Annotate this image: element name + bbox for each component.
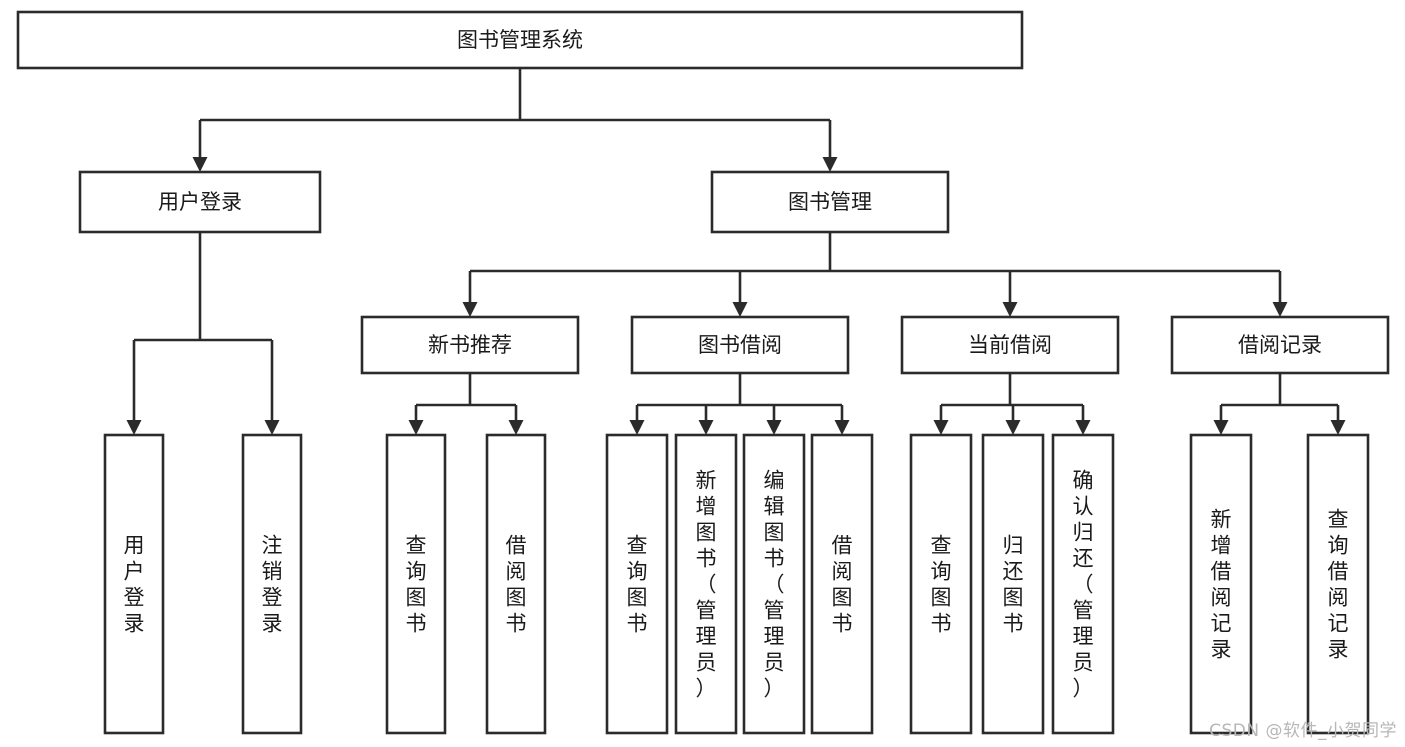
node-leaf-confirm-return-admin: 确认归还（管理员） [1051,433,1115,735]
node-box-book-borrow [630,315,850,375]
node-leaf-edit-book-admin: 编辑图书（管理员） [742,433,806,735]
arrow-head [408,420,424,435]
node-leaf-borrow-book: 借阅图书 [810,433,874,735]
node-label-leaf-query-book-borrow: 查询图书 [627,533,648,635]
arrow-head [933,420,949,435]
node-current-borrow: 当前借阅 [900,315,1120,375]
node-label-leaf-user-login: 用户登录 [124,533,145,635]
node-label-leaf-add-book-admin: 新增图书（管理员） [696,468,717,700]
node-box-leaf-user-login [103,433,165,735]
arrow-head [766,420,782,435]
node-box-new-book-recommend [360,315,580,375]
node-label-borrow-record: 借阅记录 [1238,333,1322,357]
node-box-leaf-logout [241,433,303,735]
arrow-head [508,420,524,435]
node-label-book-management: 图书管理 [788,190,872,214]
node-root: 图书管理系统 [16,10,1024,70]
arrow-head [1075,420,1091,435]
arrow-head [1213,420,1229,435]
node-box-book-management [710,170,950,234]
arrow-head [462,302,478,317]
arrow-head [1002,302,1018,317]
node-book-borrow: 图书借阅 [630,315,850,375]
node-label-leaf-return-book: 归还图书 [1003,533,1024,635]
node-box-leaf-query-book-rec [385,433,447,735]
node-leaf-add-borrow-record: 新增借阅记录 [1189,433,1253,735]
node-box-leaf-query-borrow-record [1306,433,1370,735]
arrow-head [1330,420,1346,435]
node-label-leaf-edit-book-admin: 编辑图书（管理员） [764,468,785,700]
node-leaf-borrow-book-rec: 借阅图书 [485,433,547,735]
node-label-new-book-recommend: 新书推荐 [428,333,512,357]
node-label-root: 图书管理系统 [457,28,583,52]
arrow-head [1272,302,1288,317]
node-label-leaf-borrow-book: 借阅图书 [832,533,853,635]
node-label-current-borrow: 当前借阅 [968,333,1052,357]
node-leaf-user-login: 用户登录 [103,433,165,735]
node-label-leaf-add-borrow-record: 新增借阅记录 [1211,507,1232,661]
node-box-leaf-borrow-book-rec [485,433,547,735]
node-box-leaf-query-book-current [909,433,973,735]
node-leaf-query-book-borrow: 查询图书 [605,433,669,735]
node-label-leaf-query-borrow-record: 查询借阅记录 [1328,507,1349,661]
node-layer: 图书管理系统用户登录图书管理新书推荐图书借阅当前借阅借阅记录用户登录注销登录查询… [16,10,1390,735]
node-box-leaf-edit-book-admin [742,433,806,735]
arrow-head [192,157,208,172]
arrow-head [698,420,714,435]
node-leaf-add-book-admin: 新增图书（管理员） [674,433,738,735]
node-leaf-return-book: 归还图书 [981,433,1045,735]
node-user-login: 用户登录 [78,170,322,234]
arrow-head [1005,420,1021,435]
arrow-head [126,420,142,435]
node-box-leaf-query-book-borrow [605,433,669,735]
connector-layer [126,68,1346,435]
arrow-head [629,420,645,435]
watermark-label: CSDN @软件_小贺同学 [1209,721,1397,741]
node-label-leaf-borrow-book-rec: 借阅图书 [506,533,527,635]
node-label-book-borrow: 图书借阅 [698,333,782,357]
node-label-leaf-logout: 注销登录 [262,533,283,635]
node-new-book-recommend: 新书推荐 [360,315,580,375]
node-box-root [16,10,1024,70]
node-label-user-login: 用户登录 [158,190,242,214]
node-box-leaf-add-borrow-record [1189,433,1253,735]
node-borrow-record: 借阅记录 [1170,315,1390,375]
node-book-management: 图书管理 [710,170,950,234]
node-leaf-query-borrow-record: 查询借阅记录 [1306,433,1370,735]
node-leaf-query-book-rec: 查询图书 [385,433,447,735]
node-leaf-logout: 注销登录 [241,433,303,735]
node-box-borrow-record [1170,315,1390,375]
arrow-head [822,157,838,172]
node-label-leaf-query-book-current: 查询图书 [931,533,952,635]
node-box-leaf-return-book [981,433,1045,735]
node-box-leaf-add-book-admin [674,433,738,735]
node-label-leaf-confirm-return-admin: 确认归还（管理员） [1073,468,1094,700]
arrow-head [264,420,280,435]
node-label-leaf-query-book-rec: 查询图书 [406,533,427,635]
node-box-leaf-confirm-return-admin [1051,433,1115,735]
node-box-user-login [78,170,322,234]
arrow-head [834,420,850,435]
node-leaf-query-book-current: 查询图书 [909,433,973,735]
arrow-head [732,302,748,317]
node-box-current-borrow [900,315,1120,375]
node-box-leaf-borrow-book [810,433,874,735]
